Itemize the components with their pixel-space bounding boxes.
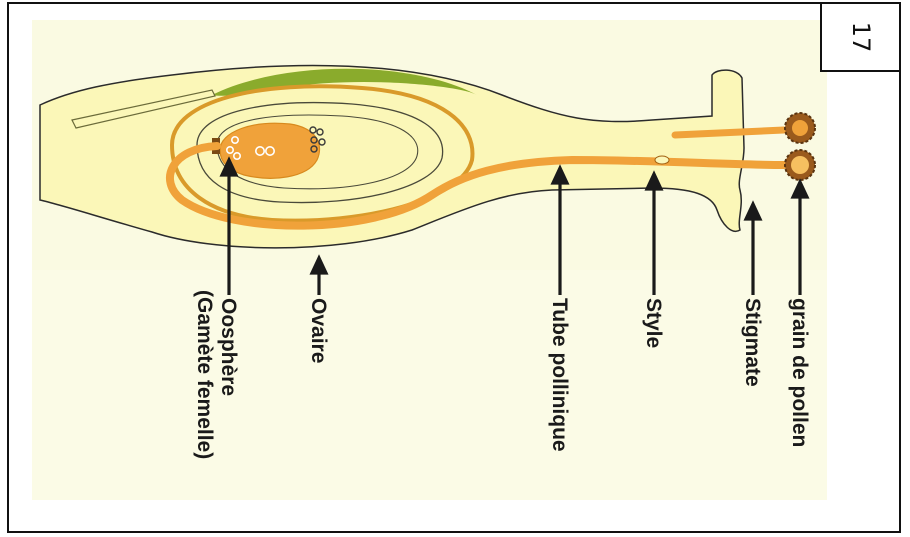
label-oosphere: Oosphère — [217, 298, 240, 396]
label-grain-de-pollen: grain de pollen — [788, 298, 811, 447]
page-number: 17 — [847, 22, 875, 53]
label-ovaire: Ovaire — [307, 298, 330, 363]
label-tube-pollinique: Tube pollinique — [548, 298, 571, 452]
pollen-grain-lower — [785, 150, 815, 180]
pollen-tube-short — [675, 130, 784, 135]
tube-nucleus — [655, 156, 669, 164]
page-number-box: 17 — [820, 2, 901, 72]
label-gamete-femelle: (Gamète femelle) — [193, 290, 216, 459]
pistil-illustration: grain de pollen Stigmate Style Tube poll… — [32, 20, 827, 500]
label-stigmate: Stigmate — [741, 298, 764, 387]
pollen-grain-upper — [785, 113, 815, 143]
label-style: Style — [642, 298, 665, 348]
pistil-diagram: grain de pollen Stigmate Style Tube poll… — [32, 20, 827, 500]
